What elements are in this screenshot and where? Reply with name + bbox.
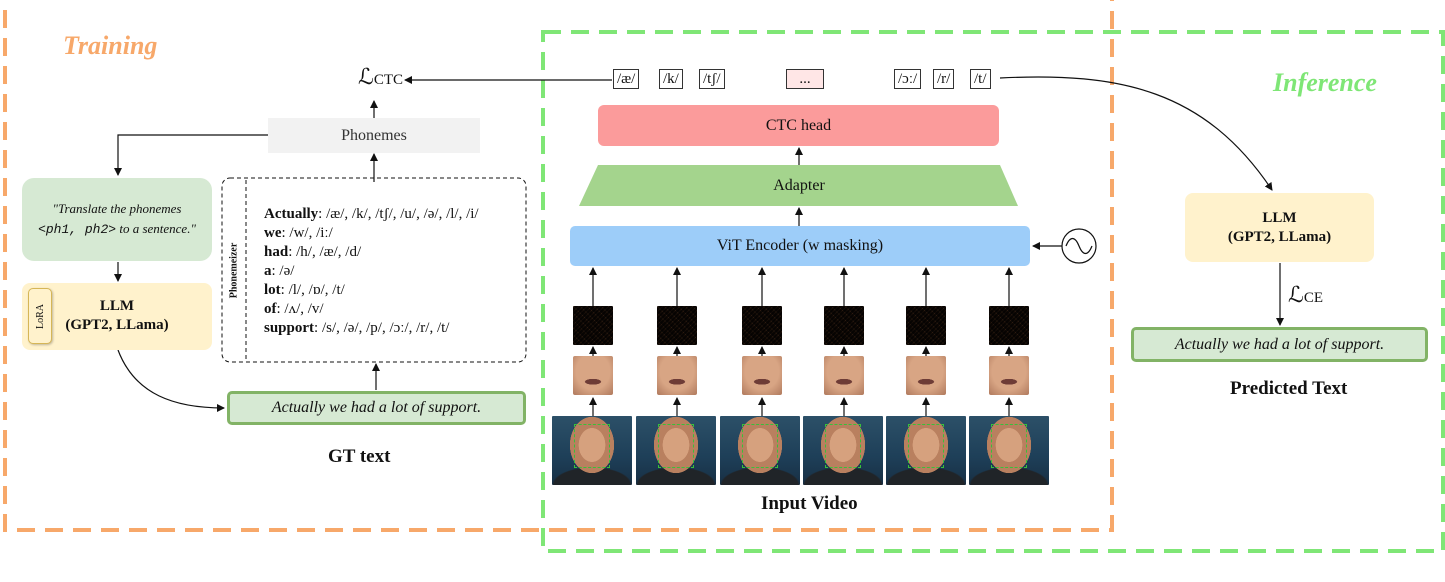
- dictionary-entry: lot: /l/, /ɒ/, /t/: [264, 281, 479, 300]
- video-frame: [969, 416, 1049, 485]
- phonemes-box: Phonemes: [268, 118, 480, 153]
- inference-region-border: [541, 30, 1445, 553]
- training-llm-label: LLM (GPT2, LLama): [52, 290, 182, 342]
- patch-arrows: [589, 267, 1013, 416]
- ctc-head-label: CTC head: [765, 116, 832, 134]
- sine-wave-icon: [1061, 228, 1097, 264]
- phoneme-token: /r/: [933, 69, 955, 89]
- dictionary-word: lot: [264, 282, 281, 298]
- training-region-border: [3, 0, 1114, 532]
- ctc-loss-label: ℒCTC: [358, 64, 403, 90]
- ctc-loss-symbol: ℒ: [358, 65, 374, 90]
- dictionary-phonemes: : /l/, /ɒ/, /t/: [280, 282, 345, 298]
- predicted-sentence-box: Actually we had a lot of support.: [1131, 327, 1428, 362]
- dictionary-phonemes: : /h/, /æ/, /d/: [288, 244, 362, 260]
- gt-sentence-box: Actually we had a lot of support.: [227, 391, 526, 425]
- prompt-line-1: "Translate the phonemes: [52, 201, 182, 216]
- dictionary-entry: Actually: /æ/, /k/, /tʃ/, /u/, /ə/, /l/,…: [264, 205, 479, 224]
- dictionary-entry: had: /h/, /æ/, /d/: [264, 243, 479, 262]
- prompt-line-2-rest: to a sentence.": [116, 221, 196, 236]
- vit-encoder-block: [570, 226, 1030, 266]
- dictionary-entry: we: /w/, /iː/: [264, 224, 479, 243]
- video-frame: [886, 416, 966, 485]
- dictionary-phonemes: : /s/, /ə/, /p/, /ɔː/, /r/, /t/: [314, 320, 450, 336]
- inference-llm-title: LLM: [1262, 209, 1297, 226]
- masked-patch: [906, 306, 946, 345]
- inference-llm-box: LLM (GPT2, LLama): [1185, 193, 1374, 262]
- mouth-crop: [657, 356, 697, 395]
- mouth-crop: [742, 356, 782, 395]
- vit-encoder-label: ViT Encoder (w masking): [716, 237, 884, 254]
- dictionary-entry: of: /ʌ/, /v/: [264, 300, 479, 319]
- phoneme-token: /æ/: [613, 69, 640, 89]
- dictionary-word: had: [264, 244, 289, 260]
- mouth-crop: [989, 356, 1029, 395]
- dictionary-phonemes: : /ə/: [271, 263, 295, 279]
- phoneme-token: /ɔː/: [894, 69, 922, 89]
- prompt-box: "Translate the phonemes <ph1, ph2> to a …: [22, 178, 212, 261]
- dictionary-word: Actually: [264, 206, 319, 222]
- video-frame: [720, 416, 800, 485]
- mouth-crop: [573, 356, 613, 395]
- phonemeizer-vertical-label: Phonemeizer: [222, 180, 246, 360]
- phonemeizer-label: Phonemeizer: [228, 242, 240, 298]
- video-frame: [552, 416, 632, 485]
- phoneme-dictionary: Actually: /æ/, /k/, /tʃ/, /u/, /ə/, /l/,…: [264, 205, 479, 338]
- dictionary-entry: support: /s/, /ə/, /p/, /ɔː/, /r/, /t/: [264, 319, 479, 338]
- prompt-line-2: <ph1, ph2> to a sentence.": [38, 219, 196, 240]
- dictionary-phonemes: : /æ/, /k/, /tʃ/, /u/, /ə/, /l/, /i/: [318, 206, 479, 222]
- inference-section-label: Inference: [1273, 68, 1377, 97]
- predicted-text-caption: Predicted Text: [1230, 378, 1348, 399]
- masked-patch: [989, 306, 1029, 345]
- training-llm-box: [22, 283, 212, 350]
- inference-llm-models: (GPT2, LLama): [1227, 228, 1332, 245]
- dictionary-word: a: [264, 263, 272, 279]
- phoneme-token: /t/: [970, 69, 991, 89]
- input-video-caption: Input Video: [761, 493, 858, 514]
- phoneme-token-ellipsis: ...: [786, 69, 824, 89]
- masked-patch: [742, 306, 782, 345]
- phoneme-token: /k/: [659, 69, 683, 89]
- training-section-label: Training: [63, 31, 158, 60]
- training-llm-models: (GPT2, LLama): [65, 317, 169, 333]
- training-llm-title: LLM: [99, 298, 135, 314]
- dictionary-word: of: [264, 301, 277, 317]
- mouth-crop: [906, 356, 946, 395]
- dictionary-phonemes: : /ʌ/, /v/: [276, 301, 324, 317]
- ce-loss-label: ℒCE: [1288, 282, 1323, 308]
- lora-tag: LoRA: [28, 288, 52, 344]
- ce-loss-subscript: CE: [1303, 290, 1324, 306]
- dictionary-phonemes: : /w/, /iː/: [281, 225, 333, 241]
- prompt-placeholder-code: <ph1, ph2>: [38, 222, 117, 237]
- gt-text-caption: GT text: [328, 446, 391, 467]
- mouth-crop: [824, 356, 864, 395]
- phoneme-token: /tʃ/: [699, 69, 725, 89]
- masked-patch: [824, 306, 864, 345]
- lora-label: LoRA: [34, 303, 46, 329]
- dictionary-word: support: [264, 320, 315, 336]
- video-frame: [636, 416, 716, 485]
- ctc-head-block: [598, 105, 999, 146]
- adapter-block: [579, 165, 1018, 206]
- video-frame: [803, 416, 883, 485]
- ctc-loss-subscript: CTC: [373, 72, 404, 88]
- adapter-label: Adapter: [773, 176, 825, 194]
- dictionary-entry: a: /ə/: [264, 262, 479, 281]
- dictionary-word: we: [264, 225, 282, 241]
- ce-loss-symbol: ℒ: [1288, 283, 1304, 308]
- masked-patch: [573, 306, 613, 345]
- phonemeizer-box: [221, 177, 527, 363]
- masked-patch: [657, 306, 697, 345]
